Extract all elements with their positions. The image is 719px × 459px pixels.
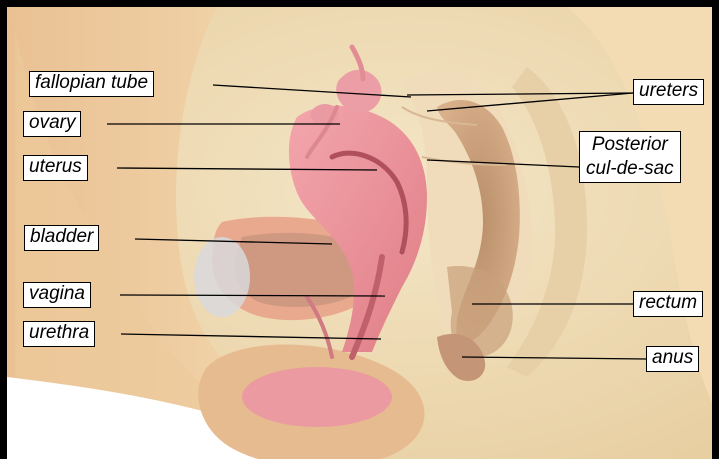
- label-rectum: rectum: [633, 291, 703, 317]
- label-fallopian-tube-text: fallopian tube: [35, 72, 148, 94]
- label-fallopian-tube: fallopian tube: [29, 71, 154, 97]
- vulva-tissue: [242, 367, 392, 427]
- label-posterior-line1: Posterior: [586, 133, 674, 157]
- label-anus: anus: [646, 346, 699, 372]
- label-posterior-line2: cul-de-sac: [586, 157, 674, 181]
- label-anus-text: anus: [652, 347, 693, 369]
- label-urethra-text: urethra: [29, 322, 89, 344]
- label-vagina-text: vagina: [29, 283, 85, 305]
- label-ovary-text: ovary: [29, 112, 75, 134]
- label-ureters-text: ureters: [639, 80, 698, 102]
- label-uterus-text: uterus: [29, 156, 82, 178]
- label-posterior-cul-de-sac: Posterior cul-de-sac: [579, 131, 681, 183]
- pubic-bone: [194, 237, 250, 317]
- label-ovary: ovary: [23, 111, 81, 137]
- label-ureters: ureters: [633, 79, 704, 105]
- label-rectum-text: rectum: [639, 292, 697, 314]
- label-vagina: vagina: [23, 282, 91, 308]
- label-bladder: bladder: [24, 225, 99, 251]
- label-bladder-text: bladder: [30, 226, 93, 248]
- label-uterus: uterus: [23, 155, 88, 181]
- label-urethra: urethra: [23, 321, 95, 347]
